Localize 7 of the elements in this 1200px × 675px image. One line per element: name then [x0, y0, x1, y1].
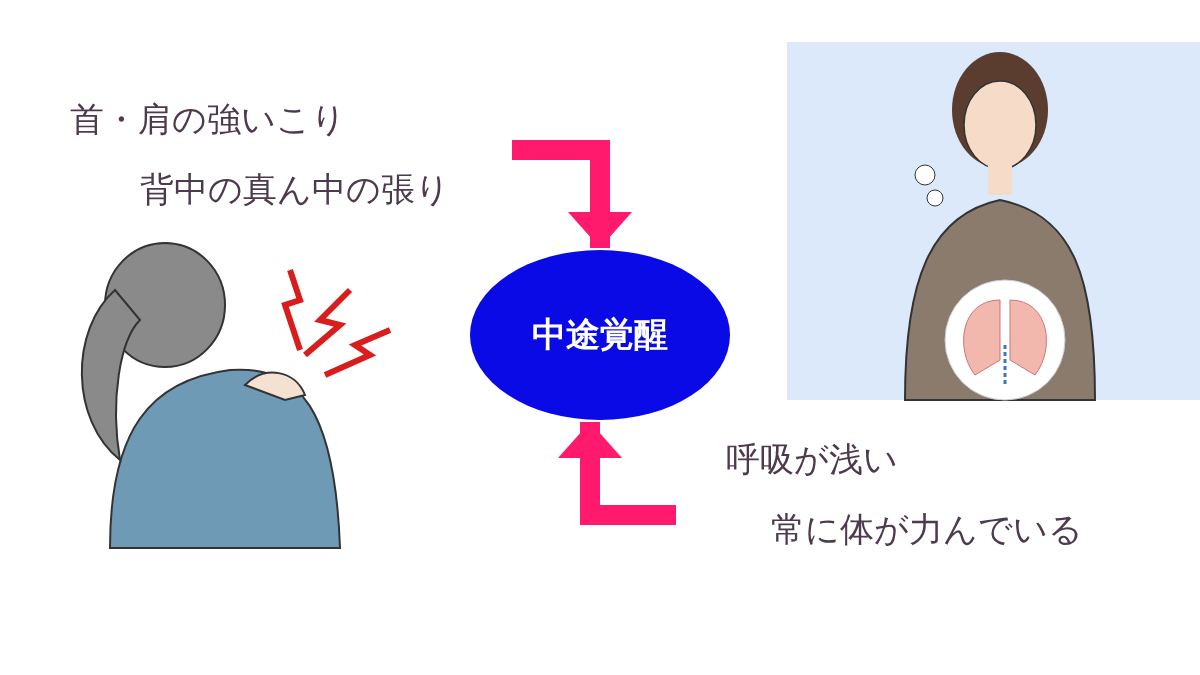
arrow: [558, 422, 676, 525]
symptom-text: 背中の真ん中の張り: [140, 168, 451, 211]
ellipse-node: 中途覚醒: [470, 250, 730, 420]
symptom-text: 常に体が力んでいる: [771, 508, 1084, 551]
symptom-text: 首・肩の強いこり: [70, 98, 347, 141]
symptom-text: 呼吸が浅い: [726, 438, 899, 481]
arrow: [512, 140, 632, 248]
